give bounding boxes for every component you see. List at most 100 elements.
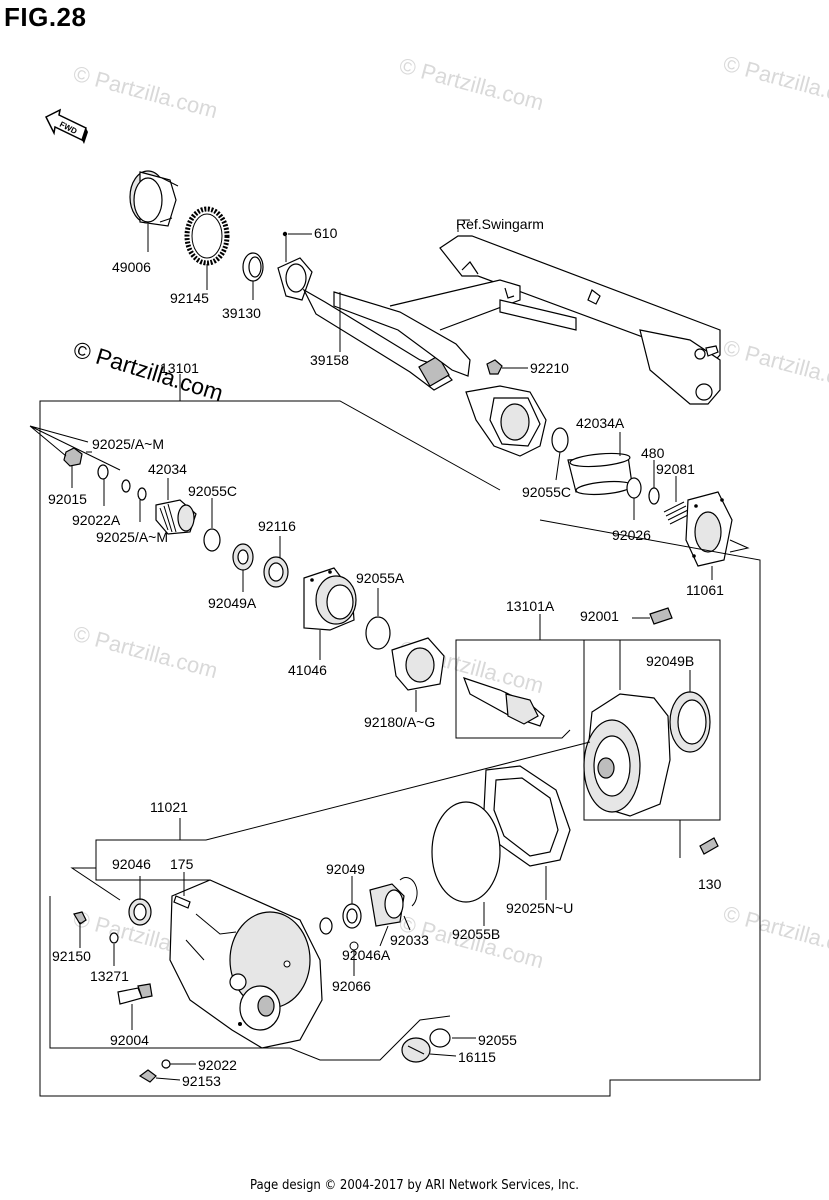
label-92055B: 92055B — [452, 926, 500, 942]
label-42034A: 42034A — [576, 415, 625, 431]
plug-part-92004 — [117, 983, 153, 1005]
label-39130: 39130 — [222, 305, 261, 321]
label-11061: 11061 — [686, 582, 724, 598]
swingarm-reference — [333, 235, 721, 405]
fwd-arrow-icon: FWD — [44, 108, 88, 144]
washer-part-92026 — [626, 477, 642, 499]
case-part-11021 — [169, 879, 323, 1049]
gear-set-part-13101A — [462, 677, 671, 817]
label-13101A: 13101A — [506, 598, 555, 614]
label-13271: 13271 — [90, 968, 129, 984]
watermark-text: © Partzilla.com — [71, 61, 221, 124]
nut-part-92015 — [63, 447, 83, 467]
label-92025-a-m-lower: 92025/A~M — [96, 529, 168, 545]
label-92049A: 92049A — [208, 595, 257, 611]
part-labels: 49006 92145 39130 610 Ref.Swingarm 39158… — [48, 216, 724, 1089]
boot-part-49006 — [129, 170, 179, 227]
band-part-92145 — [184, 206, 230, 266]
oring-part-92055-small — [429, 1028, 451, 1048]
label-42034: 42034 — [148, 461, 187, 477]
pinion-part-42034 — [155, 499, 197, 535]
washer-part-13271 — [109, 932, 119, 944]
label-92001: 92001 — [580, 608, 619, 624]
label-92055C-lower: 92055C — [188, 483, 237, 499]
label-92150: 92150 — [52, 948, 91, 964]
collar-part-92049 — [342, 903, 362, 929]
gasket-part-11061 — [685, 491, 733, 567]
bolt-part-130 — [699, 837, 719, 855]
label-130: 130 — [698, 876, 722, 892]
label-92055A: 92055A — [356, 570, 405, 586]
label-92066: 92066 — [332, 978, 371, 994]
housing-part-41046 — [303, 567, 357, 631]
bearing-housing-upper — [465, 385, 547, 457]
label-92055: 92055 — [478, 1032, 517, 1048]
label-92153: 92153 — [182, 1073, 221, 1089]
label-41046: 41046 — [288, 662, 327, 678]
sleeve-part-42034A — [567, 452, 633, 496]
bolt-part-92153 — [138, 1069, 157, 1083]
oring-part-92055C-upper — [551, 427, 569, 453]
seal-part-92049B — [669, 691, 711, 753]
label-92210: 92210 — [530, 360, 569, 376]
washer-part-92022 — [161, 1059, 171, 1069]
watermark-text: © Partzilla.com — [397, 53, 547, 116]
bearing-part-92046A — [319, 883, 405, 951]
label-480: 480 — [641, 445, 665, 461]
washer-part-92022A — [97, 464, 109, 480]
collar-part-92046 — [128, 898, 152, 926]
ring-part-480 — [648, 487, 660, 505]
label-92025-n-u: 92025N~U — [506, 900, 573, 916]
label-92055C-upper: 92055C — [522, 484, 571, 500]
label-92022A: 92022A — [72, 512, 121, 528]
dowel-part-175 — [173, 895, 191, 909]
label-92116: 92116 — [258, 518, 296, 534]
label-49006: 49006 — [112, 259, 151, 275]
label-ref-swingarm: Ref.Swingarm — [456, 216, 544, 232]
watermark-text: © Partzilla.com — [721, 51, 829, 114]
label-16115: 16115 — [458, 1049, 496, 1065]
label-92046: 92046 — [112, 856, 151, 872]
bolt-part-92001 — [649, 607, 673, 625]
shim-part-92025-upper — [121, 479, 147, 501]
label-92004: 92004 — [110, 1032, 149, 1048]
nipple-part-610 — [282, 231, 312, 237]
label-92025-a-m-upper: 92025/A~M — [92, 436, 164, 452]
watermark-text: © Partzilla.com — [71, 621, 221, 684]
oring-part-92055B — [431, 801, 501, 903]
label-39158: 39158 — [310, 352, 349, 368]
spring-part-92081 — [663, 501, 691, 525]
oring-part-92055C-lower — [203, 528, 221, 552]
watermark-text: © Partzilla.com — [721, 335, 829, 398]
driveshaft-part-39158 — [277, 257, 453, 391]
ring-part-39130 — [242, 252, 264, 282]
figure-title: FIG.28 — [4, 2, 87, 32]
label-92180-a-g: 92180/A~G — [364, 714, 435, 730]
bearing-part-92116 — [263, 556, 289, 588]
label-92049: 92049 — [326, 861, 365, 877]
bolt-part-92150 — [73, 911, 87, 940]
label-92081: 92081 — [656, 461, 695, 477]
label-11021: 11021 — [150, 799, 188, 815]
bolt-part-92210 — [486, 359, 503, 375]
gasket-part-92180 — [391, 637, 445, 691]
circlip-part-92033 — [399, 877, 418, 907]
watermark-text-dark: © Partzilla.com — [71, 336, 227, 406]
label-13101: 13101 — [160, 360, 199, 376]
oring-part-92055A — [365, 616, 391, 650]
seal-part-92049A — [232, 543, 254, 571]
leader-lines — [29, 219, 761, 1097]
footer-copyright: Page design © 2004-2017 by ARI Network S… — [250, 1178, 579, 1193]
label-610: 610 — [314, 225, 338, 241]
label-92145: 92145 — [170, 290, 209, 306]
label-175: 175 — [170, 856, 194, 872]
watermark-text: © Partzilla.com — [721, 901, 829, 964]
cap-part-16115 — [401, 1037, 431, 1063]
label-92046A: 92046A — [342, 947, 391, 963]
label-92015: 92015 — [48, 491, 87, 507]
label-92049B: 92049B — [646, 653, 694, 669]
label-92022: 92022 — [198, 1057, 237, 1073]
shim-part-92025NU — [483, 765, 571, 867]
